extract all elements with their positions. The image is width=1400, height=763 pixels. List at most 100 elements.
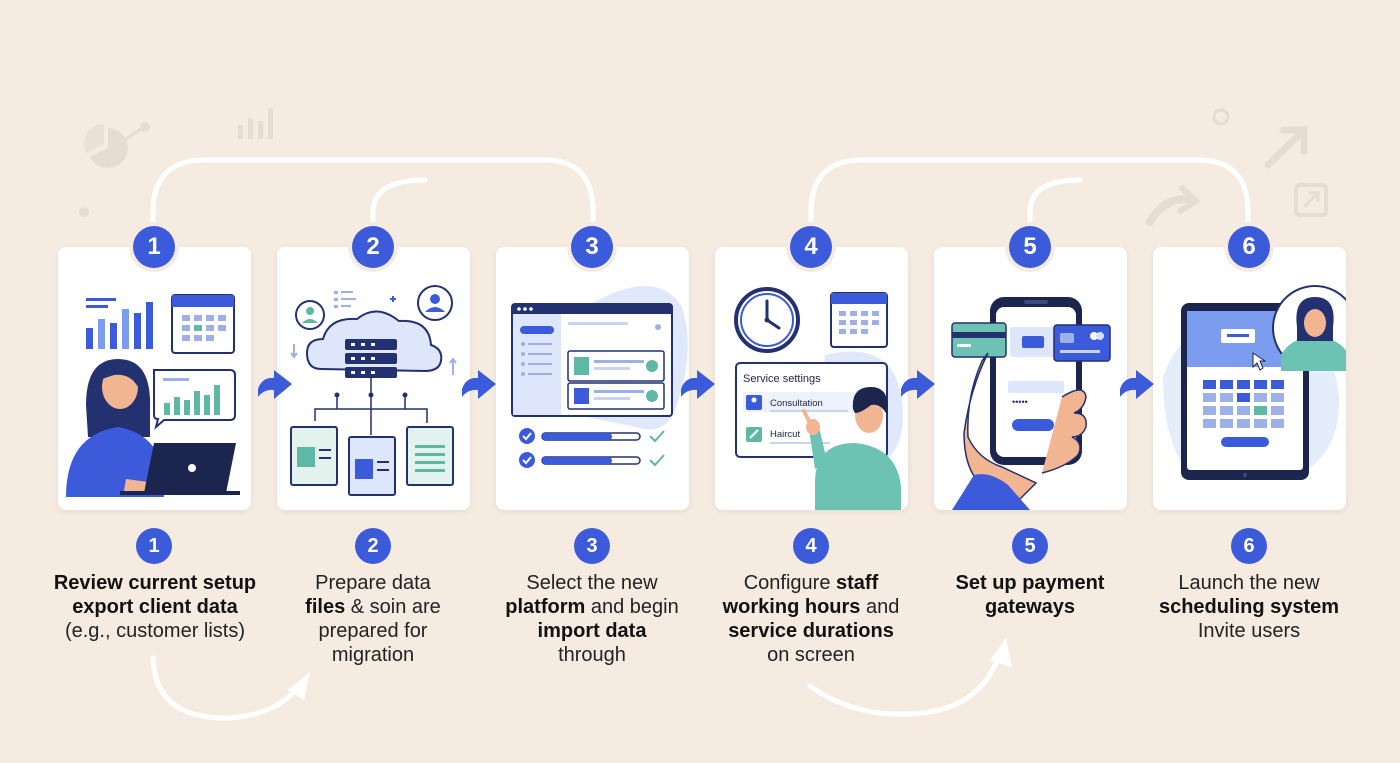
caption-text: Configure xyxy=(743,572,837,594)
svg-text:•••••: ••••• xyxy=(1012,397,1028,407)
caption-text: on screen xyxy=(767,644,855,666)
step-caption-5: Set up payment gateways xyxy=(925,571,1135,619)
caption-text: prepared for xyxy=(318,620,428,642)
bar-chart-icon xyxy=(238,108,273,139)
flow-arrow-icon xyxy=(901,370,935,399)
document-icon xyxy=(348,436,396,496)
caption-text: Review current setup xyxy=(53,572,257,594)
flow-arrow-icon xyxy=(681,370,715,399)
platform-import-illustration xyxy=(511,286,688,468)
step-number-badge: 3 xyxy=(574,528,610,564)
progress-checklist xyxy=(519,428,665,468)
flow-arrow-icon xyxy=(462,370,496,399)
laptop-icon xyxy=(120,443,240,495)
connector-arrowheads xyxy=(288,638,1012,700)
caption-text: and begin xyxy=(585,596,679,618)
step-number-badge: 4 xyxy=(790,226,832,268)
service-item-haircut: Haircut xyxy=(770,429,800,440)
step-card-2 xyxy=(277,247,470,510)
growth-arrow-icon xyxy=(1146,108,1328,226)
caption-line: prepared for xyxy=(268,619,478,643)
step-card-1 xyxy=(58,247,251,510)
caption-text: service durations xyxy=(728,620,894,642)
service-item-consultation: Consultation xyxy=(770,398,823,409)
caption-line: scheduling system xyxy=(1144,595,1354,619)
caption-line: import data xyxy=(487,619,697,643)
caption-line: service durations xyxy=(706,619,916,643)
step-card-3 xyxy=(496,247,689,510)
flow-arrow-icon xyxy=(1120,370,1154,399)
platform-window xyxy=(511,303,673,417)
caption-line: on screen xyxy=(706,643,916,667)
calendar-icon xyxy=(830,292,888,348)
document-icon xyxy=(290,426,338,486)
caption-line: through xyxy=(487,643,697,667)
scheduling-launch-illustration xyxy=(1163,285,1346,480)
caption-line: Select the new xyxy=(487,571,697,595)
step-number-badge: 6 xyxy=(1231,528,1267,564)
data-migration-illustration xyxy=(290,285,457,496)
step-caption-4: Configure staff working hours and servic… xyxy=(706,571,916,667)
spreadsheet-icon xyxy=(406,426,454,486)
caption-line: Review current setup xyxy=(50,571,260,595)
step-number-badge: 2 xyxy=(355,528,391,564)
step-caption-2: Prepare data files & soin are prepared f… xyxy=(268,571,478,667)
step-number-badge: 1 xyxy=(133,226,175,268)
caption-line: Prepare data xyxy=(268,571,478,595)
service-settings-panel: Service settings Consultation Haircut xyxy=(735,362,888,458)
hand-holding-phone xyxy=(952,352,1087,510)
caption-text: scheduling system xyxy=(1158,596,1340,618)
caption-text: & soin are xyxy=(345,596,441,618)
clock-icon xyxy=(734,287,800,353)
step-number-badge: 5 xyxy=(1012,528,1048,564)
caption-line: Invite users xyxy=(1144,619,1354,643)
caption-text: files xyxy=(305,596,346,618)
caption-line: (e.g., customer lists) xyxy=(50,619,260,643)
step-card-5: ••••• xyxy=(934,247,1127,510)
caption-text: import data xyxy=(537,620,647,642)
review-data-illustration xyxy=(66,294,240,497)
caption-text: Invite users xyxy=(1197,620,1301,642)
caption-line: Launch the new xyxy=(1144,571,1354,595)
step-number-badge: 2 xyxy=(352,226,394,268)
credit-card-icon xyxy=(1053,324,1111,362)
caption-line: platform and begin xyxy=(487,595,697,619)
step-card-6 xyxy=(1153,247,1346,510)
caption-line: files & soin are xyxy=(268,595,478,619)
caption-text: platform xyxy=(505,596,586,618)
caption-text: migration xyxy=(331,644,415,666)
step-caption-3: Select the new platform and begin import… xyxy=(487,571,697,667)
step-number-badge: 6 xyxy=(1228,226,1270,268)
caption-line: Configure staff xyxy=(706,571,916,595)
step-caption-1: Review current setup export client data … xyxy=(50,571,260,643)
caption-text: Prepare data xyxy=(315,572,431,594)
user-icon xyxy=(417,285,453,321)
credit-card-icon xyxy=(951,322,1007,358)
caption-line: working hours and xyxy=(706,595,916,619)
payment-gateway-illustration: ••••• xyxy=(951,297,1111,510)
man-pointing-figure xyxy=(802,387,901,510)
caption-line: Set up payment xyxy=(925,571,1135,595)
caption-text: export client data xyxy=(72,596,238,618)
caption-line: gateways xyxy=(925,595,1135,619)
caption-text: Launch the new xyxy=(1178,572,1320,594)
cloud-server-icon xyxy=(305,310,443,378)
step-number-badge: 1 xyxy=(136,528,172,564)
step-card-4: Service settings Consultation Haircut xyxy=(715,247,908,510)
caption-text: Select the new xyxy=(526,572,658,594)
step-number-badge: 4 xyxy=(793,528,829,564)
calendar-icon xyxy=(171,294,235,354)
calendar-grid xyxy=(1203,380,1284,447)
caption-line: export client data xyxy=(50,595,260,619)
woman-working-figure xyxy=(66,359,170,497)
caption-text: working hours xyxy=(722,596,861,618)
service-settings-illustration: Service settings Consultation Haircut xyxy=(734,287,904,510)
user-avatar xyxy=(1272,285,1346,371)
user-icon xyxy=(295,300,325,330)
service-settings-title: Service settings xyxy=(743,373,821,385)
step-number-badge: 5 xyxy=(1009,226,1051,268)
flow-arrow-icon xyxy=(258,370,292,399)
connector-loops xyxy=(150,157,1251,721)
